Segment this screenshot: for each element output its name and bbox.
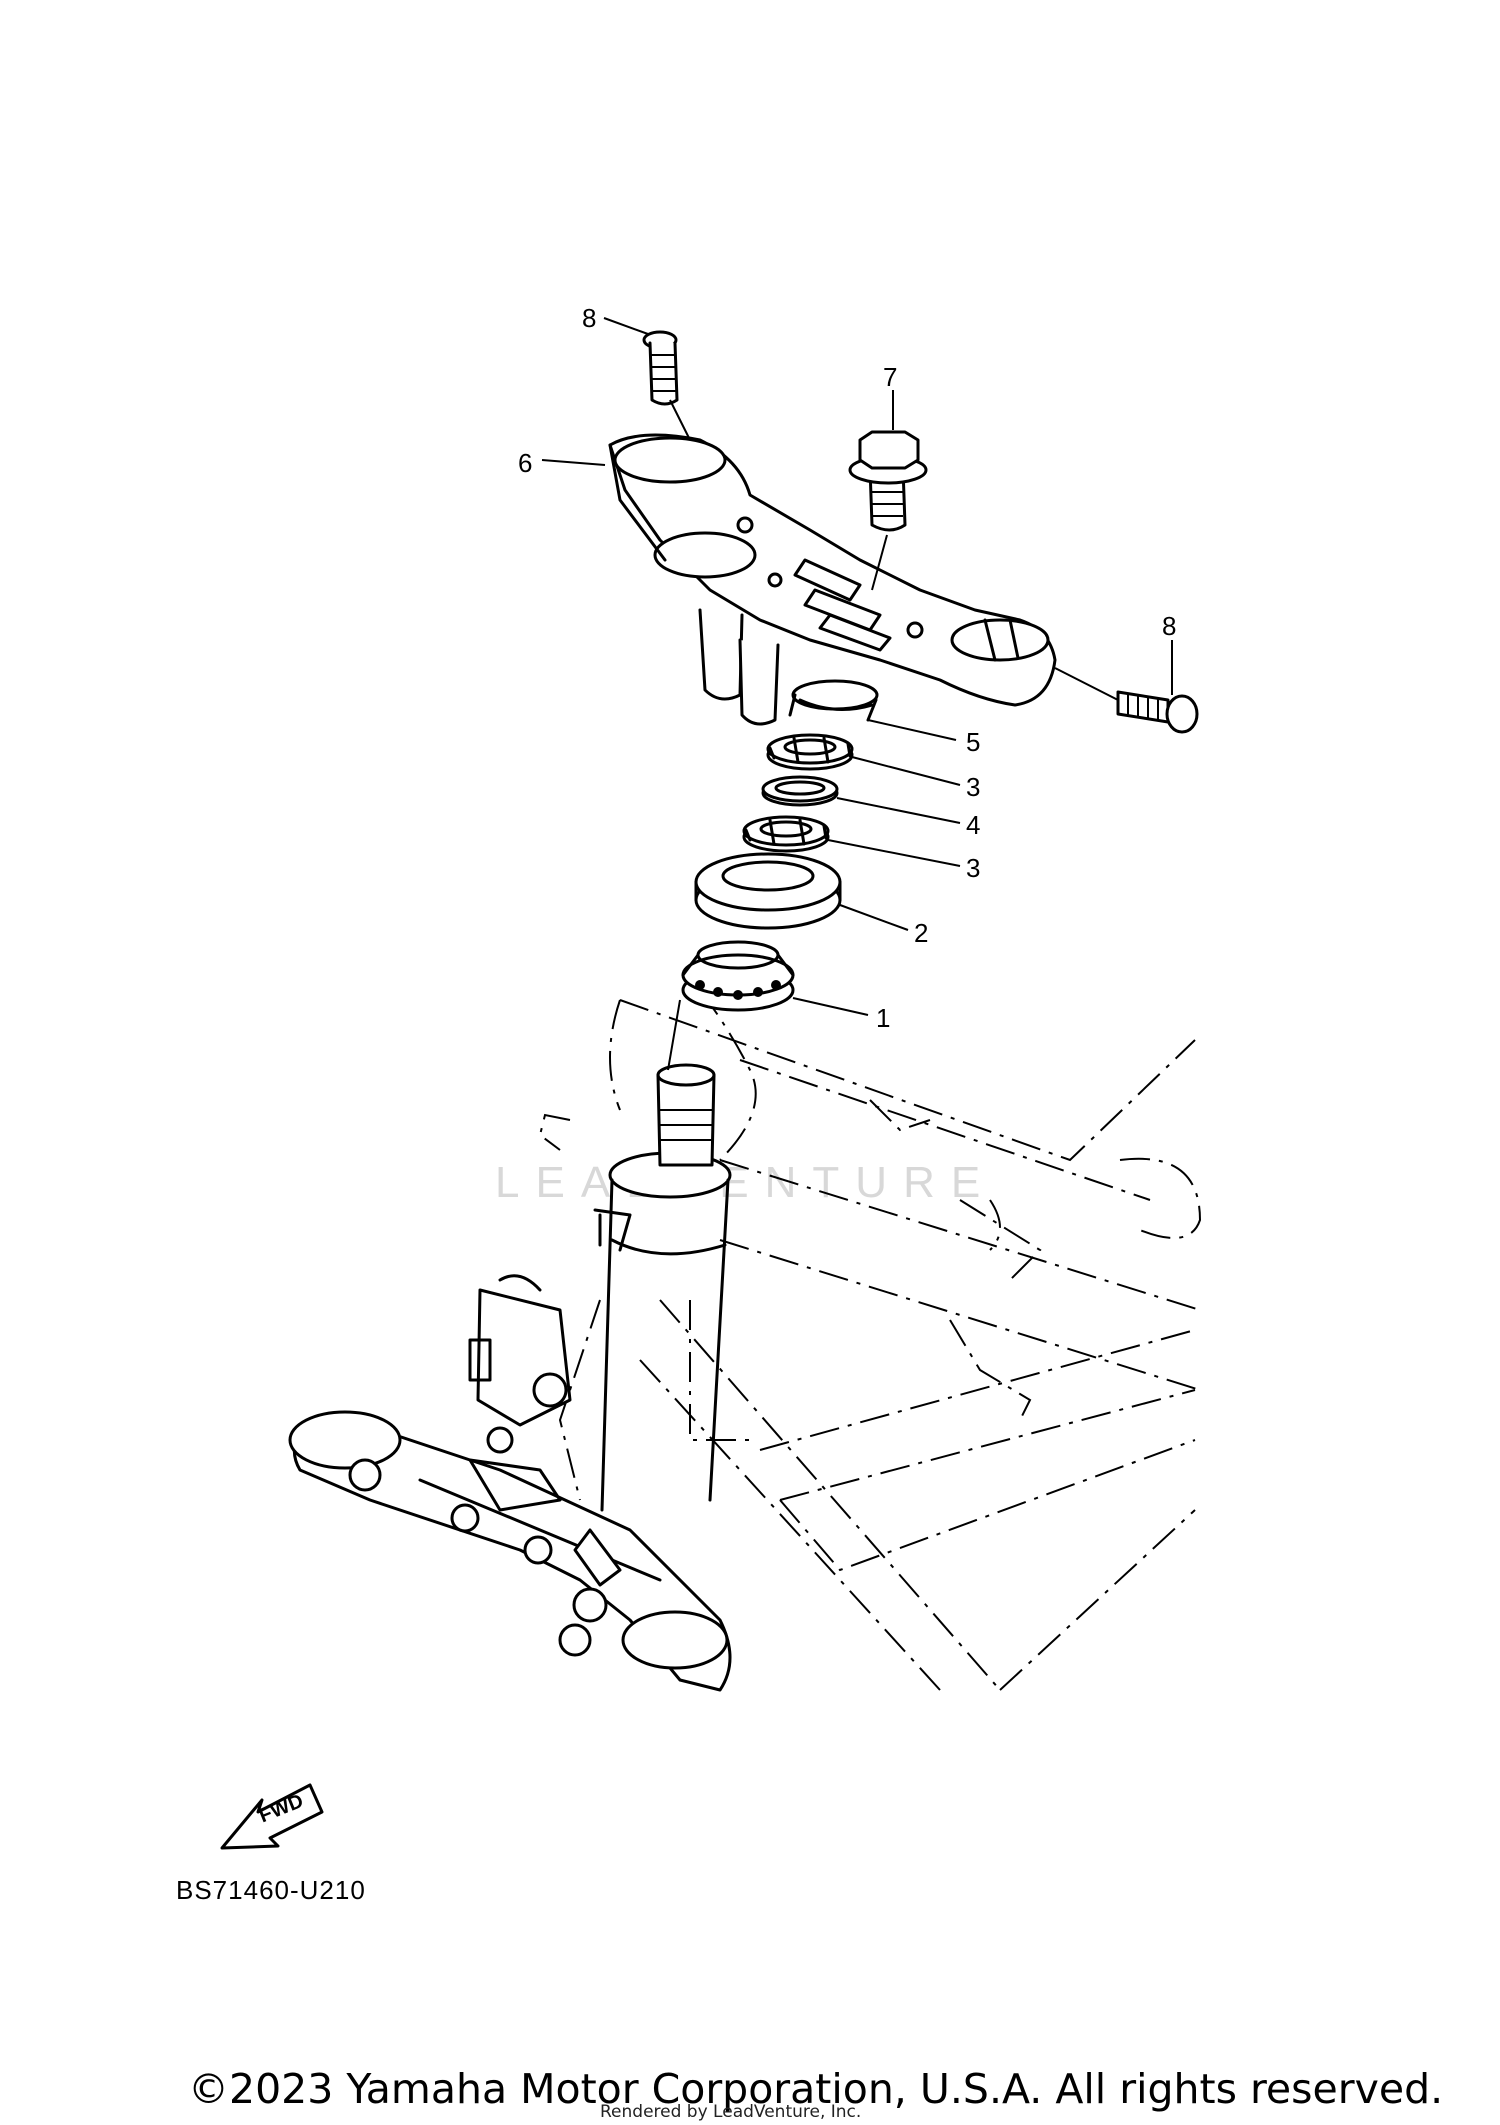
steering-head-pipe	[593, 1063, 732, 1512]
callout-3-lower: 3	[966, 853, 980, 883]
part-6-handle-crown	[608, 433, 1057, 726]
part-4-washer	[761, 775, 839, 807]
fwd-arrow-icon	[220, 1783, 324, 1850]
copyright-notice: ©2023 Yamaha Motor Corporation, U.S.A. A…	[188, 2065, 1444, 2113]
part-8-pinch-bolt	[1054, 667, 1199, 734]
callout-6: 6	[518, 448, 532, 478]
frame-outline	[538, 989, 1202, 1691]
part-1-bearing	[667, 940, 795, 1071]
rendered-by-notice: Rendered by LeadVenture, Inc.	[600, 2102, 862, 2122]
under-bracket	[288, 1274, 732, 1692]
callout-8-right: 8	[1162, 611, 1176, 641]
part-3-ring-nut-lower	[742, 815, 830, 853]
leader-lines	[541, 317, 1173, 1016]
part-5-cap	[788, 679, 879, 722]
callouts: 8 7 6 8 5 3 4 3 2 1	[518, 303, 1176, 1033]
part-2-seal	[694, 852, 842, 930]
part-7-bolt	[848, 430, 928, 591]
diagram-code: BS71460-U210	[176, 1875, 366, 1905]
callout-4: 4	[966, 810, 980, 840]
callout-7: 7	[883, 362, 897, 392]
part-3-ring-nut-upper	[766, 733, 854, 771]
callout-8-top: 8	[582, 303, 596, 333]
callout-5: 5	[966, 727, 980, 757]
callout-1: 1	[876, 1003, 890, 1033]
part-8-screw-top	[642, 330, 691, 441]
callout-2: 2	[914, 918, 928, 948]
callout-3-upper: 3	[966, 772, 980, 802]
